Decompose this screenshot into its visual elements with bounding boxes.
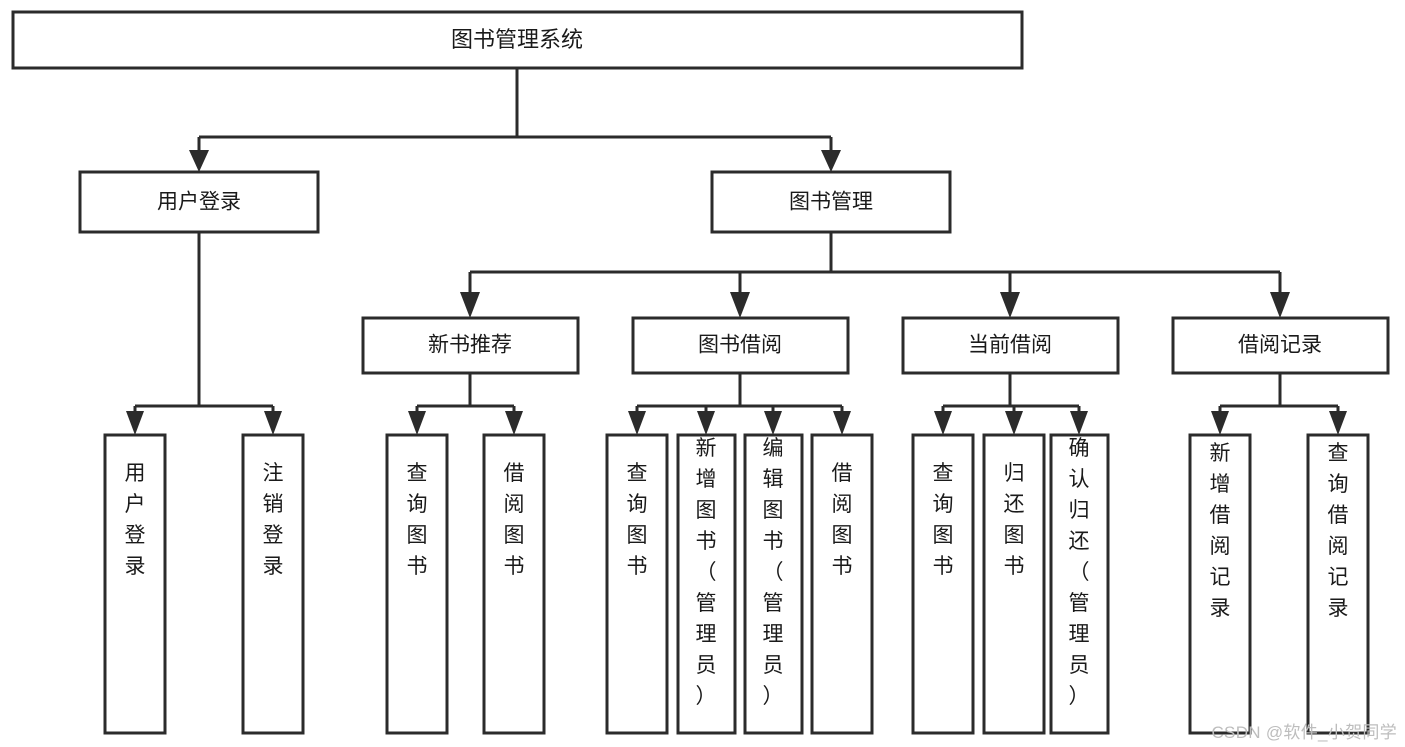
leaf-query-record[interactable]: 查询借阅记录 — [1306, 433, 1370, 735]
arrowhead-leaf-confirm-return — [1070, 411, 1088, 435]
node-current-borrow-box[interactable] — [901, 316, 1120, 375]
leaf-confirm-return-box[interactable] — [1049, 433, 1110, 735]
node-root-box[interactable] — [11, 10, 1024, 70]
arrowhead-leaf-query-record — [1329, 411, 1347, 435]
node-new-book-recommend[interactable]: 新书推荐 — [361, 316, 580, 375]
leaf-user-login[interactable]: 用户登录 — [103, 433, 167, 735]
arrowhead-leaf-add-book — [697, 411, 715, 435]
arrowhead-leaf-user-login — [126, 411, 144, 435]
leaf-logout[interactable]: 注销登录 — [241, 433, 305, 735]
leaf-edit-book-box[interactable] — [743, 433, 804, 735]
node-current-borrow-label: 当前借阅 — [968, 334, 1052, 357]
leaf-return-book-label: 归还图书 — [1004, 462, 1025, 578]
leaf-user-login-label: 用户登录 — [125, 462, 146, 578]
node-new-book-recommend-box[interactable] — [361, 316, 580, 375]
leaf-return-book-box[interactable] — [982, 433, 1046, 735]
leaf-borrow-book-2-box[interactable] — [810, 433, 874, 735]
node-borrow-record-box[interactable] — [1171, 316, 1390, 375]
arrowhead-book-borrow — [730, 292, 750, 318]
arrowhead-leaf-add-record — [1211, 411, 1229, 435]
leaf-add-book[interactable]: 新增图书（管理员） — [676, 433, 737, 735]
arrowhead-leaf-return-book — [1005, 411, 1023, 435]
leaf-query-book-1-label: 查询图书 — [407, 462, 428, 578]
leaf-edit-book-label: 编辑图书（管理员） — [763, 437, 784, 708]
leaf-query-book-3[interactable]: 查询图书 — [911, 433, 975, 735]
arrowhead-leaf-query-book-1 — [408, 411, 426, 435]
node-borrow-record-label: 借阅记录 — [1238, 334, 1322, 357]
node-book-management-label: 图书管理 — [789, 191, 873, 214]
leaf-logout-box[interactable] — [241, 433, 305, 735]
leaf-logout-label: 注销登录 — [263, 462, 284, 578]
leaf-borrow-book-1-box[interactable] — [482, 433, 546, 735]
node-current-borrow[interactable]: 当前借阅 — [901, 316, 1120, 375]
node-user-login-box[interactable] — [78, 170, 320, 234]
leaf-borrow-book-2-label: 借阅图书 — [832, 462, 853, 578]
leaf-query-book-2-label: 查询图书 — [627, 462, 648, 578]
arrowhead-leaf-query-book-2 — [628, 411, 646, 435]
node-borrow-record[interactable]: 借阅记录 — [1171, 316, 1390, 375]
node-root-label: 图书管理系统 — [451, 27, 583, 52]
leaf-edit-book[interactable]: 编辑图书（管理员） — [743, 433, 804, 735]
leaf-query-book-2[interactable]: 查询图书 — [605, 433, 669, 735]
leaf-add-record[interactable]: 新增借阅记录 — [1188, 433, 1252, 735]
csdn-watermark: CSDN @软件_小贺同学 — [1211, 723, 1397, 742]
leaf-borrow-book-1[interactable]: 借阅图书 — [482, 433, 546, 735]
node-book-borrow-box[interactable] — [631, 316, 850, 375]
node-book-borrow[interactable]: 图书借阅 — [631, 316, 850, 375]
node-book-borrow-label: 图书借阅 — [698, 334, 782, 357]
arrowhead-current-borrow — [1000, 292, 1020, 318]
leaf-return-book[interactable]: 归还图书 — [982, 433, 1046, 735]
leaf-query-book-3-box[interactable] — [911, 433, 975, 735]
arrowhead-leaf-edit-book — [764, 411, 782, 435]
arrowhead-book-management — [821, 150, 841, 172]
node-new-book-recommend-label: 新书推荐 — [428, 334, 512, 357]
leaf-query-book-1-box[interactable] — [385, 433, 449, 735]
node-user-login-label: 用户登录 — [157, 191, 241, 214]
node-root-system[interactable]: 图书管理系统 — [11, 10, 1024, 70]
arrowhead-new-book-recommend — [460, 292, 480, 318]
leaf-user-login-box[interactable] — [103, 433, 167, 735]
node-book-management[interactable]: 图书管理 — [710, 170, 952, 234]
leaf-add-book-box[interactable] — [676, 433, 737, 735]
leaf-query-record-label: 查询借阅记录 — [1328, 442, 1349, 620]
leaf-confirm-return[interactable]: 确认归还（管理员） — [1049, 433, 1110, 735]
arrowhead-borrow-record — [1270, 292, 1290, 318]
arrowhead-leaf-query-book-3 — [934, 411, 952, 435]
connector-layer — [126, 68, 1347, 435]
leaf-add-record-label: 新增借阅记录 — [1210, 442, 1231, 620]
leaf-add-record-box[interactable] — [1188, 433, 1252, 735]
leaf-borrow-book-2[interactable]: 借阅图书 — [810, 433, 874, 735]
arrowhead-leaf-borrow-book-2 — [833, 411, 851, 435]
arrowhead-leaf-logout — [264, 411, 282, 435]
leaf-query-book-2-box[interactable] — [605, 433, 669, 735]
arrowhead-user-login — [189, 150, 209, 172]
leaf-add-book-label: 新增图书（管理员） — [696, 437, 717, 708]
arrowhead-leaf-borrow-book-1 — [505, 411, 523, 435]
node-book-management-box[interactable] — [710, 170, 952, 234]
leaf-borrow-book-1-label: 借阅图书 — [504, 462, 525, 578]
node-user-login[interactable]: 用户登录 — [78, 170, 320, 234]
leaf-query-record-box[interactable] — [1306, 433, 1370, 735]
leaf-query-book-1[interactable]: 查询图书 — [385, 433, 449, 735]
leaf-confirm-return-label: 确认归还（管理员） — [1069, 437, 1090, 708]
leaf-query-book-3-label: 查询图书 — [933, 462, 954, 578]
